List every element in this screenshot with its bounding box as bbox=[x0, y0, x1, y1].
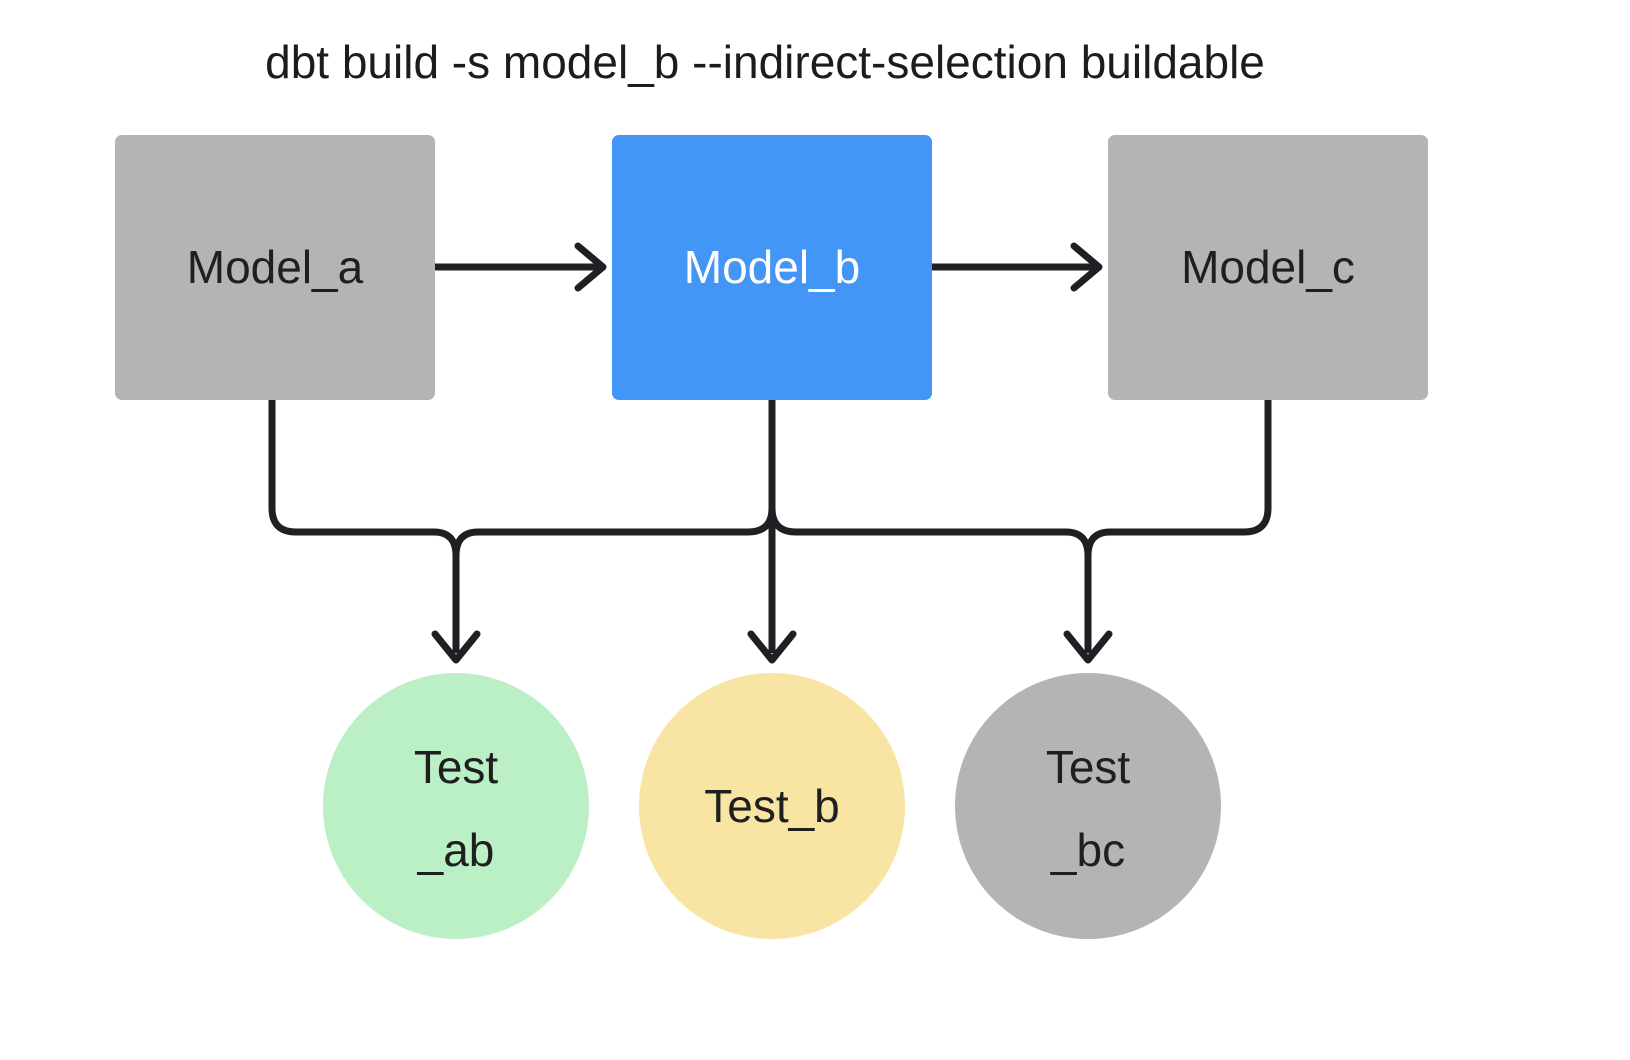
node-test-ab[interactable]: Test _ab bbox=[323, 673, 589, 939]
arrowhead-icon-test-bc bbox=[1063, 630, 1113, 664]
node-model-b[interactable]: Model_b bbox=[612, 135, 932, 400]
node-label-line2: _bc bbox=[1050, 824, 1125, 876]
node-shape-rect[interactable] bbox=[1108, 135, 1428, 400]
edge-line bbox=[1084, 400, 1272, 557]
node-label-line1: Test_b bbox=[704, 780, 840, 832]
edge-model-b-to-test-bc bbox=[768, 400, 1092, 653]
node-test-bc[interactable]: Test _bc bbox=[955, 673, 1221, 939]
edge-model-b-to-test-ab bbox=[452, 400, 776, 557]
node-label-line2: _ab bbox=[417, 824, 495, 876]
node-shape-circle[interactable] bbox=[955, 673, 1221, 939]
node-model-c[interactable]: Model_c bbox=[1108, 135, 1428, 400]
edge-model-c-to-test-bc bbox=[1084, 400, 1272, 557]
node-test-b[interactable]: Test_b bbox=[639, 673, 905, 939]
node-label: Model_a bbox=[187, 241, 364, 293]
edge-line bbox=[768, 400, 1092, 653]
node-shape-circle[interactable] bbox=[323, 673, 589, 939]
node-label: Model_b bbox=[684, 241, 860, 293]
node-shape-circle[interactable] bbox=[639, 673, 905, 939]
arrowhead-icon-test-ab bbox=[431, 630, 481, 664]
edge-line bbox=[268, 400, 460, 653]
edge-layer bbox=[268, 242, 1272, 664]
node-label: Model_c bbox=[1181, 241, 1355, 293]
edge-line bbox=[452, 400, 776, 557]
arrowhead-icon-test-b bbox=[747, 630, 797, 664]
arrowhead-icon bbox=[574, 242, 607, 292]
arrowhead-icon bbox=[1070, 242, 1103, 292]
edge-model-b-to-model-c bbox=[932, 242, 1103, 292]
node-model-a[interactable]: Model_a bbox=[115, 135, 435, 400]
edge-model-a-to-test-ab bbox=[268, 400, 460, 653]
edge-model-a-to-model-b bbox=[435, 242, 607, 292]
diagram-title: dbt build -s model_b --indirect-selectio… bbox=[265, 36, 1265, 88]
node-shape-rect[interactable] bbox=[612, 135, 932, 400]
node-label-line1: Test bbox=[1046, 741, 1131, 793]
node-label-line1: Test bbox=[414, 741, 499, 793]
node-shape-rect[interactable] bbox=[115, 135, 435, 400]
